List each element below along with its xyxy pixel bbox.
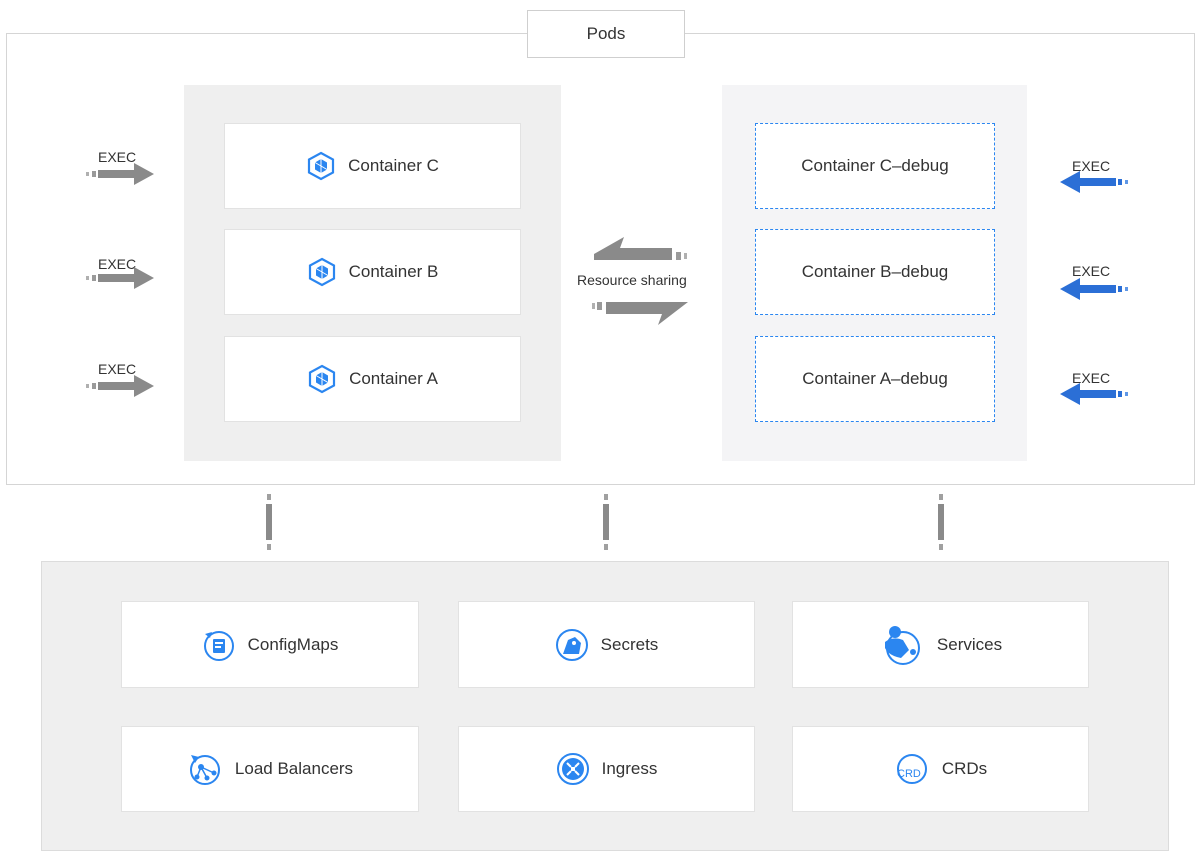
container-icon — [307, 364, 337, 394]
sharing-arrow-left-icon — [594, 237, 687, 260]
sharing-arrow-right-icon — [592, 302, 688, 325]
container-c-label: Container C — [348, 156, 439, 175]
load-balancer-icon — [187, 751, 223, 787]
ingress-icon — [556, 752, 590, 786]
secret-icon — [555, 628, 589, 662]
container-c-debug-label: Container C–debug — [801, 156, 949, 175]
exec-arrow-right-icon — [86, 267, 154, 289]
exec-label: EXEC — [98, 361, 137, 377]
container-b-label: Container B — [348, 262, 439, 281]
container-icon — [307, 257, 337, 287]
connector-line — [938, 494, 944, 550]
container-a-debug-card: Container A–debug — [755, 336, 995, 422]
services-label: Services — [936, 634, 1003, 654]
container-a-debug-label: Container A–debug — [802, 369, 948, 388]
container-c-card: Container C — [224, 123, 521, 209]
ingress-card: Ingress — [458, 726, 755, 812]
crd-icon-text: CRD — [897, 768, 921, 780]
container-b-card: Container B — [224, 229, 521, 315]
load-balancers-label: Load Balancers — [234, 759, 354, 778]
services-card: Services — [792, 601, 1089, 688]
container-icon — [306, 151, 336, 181]
exec-label: EXEC — [1072, 263, 1111, 279]
exec-label: EXEC — [98, 149, 137, 165]
connector-line — [603, 494, 609, 550]
pods-title: Pods — [527, 10, 685, 58]
exec-arrow-left-icon — [1060, 383, 1128, 405]
container-a-card: Container A — [224, 336, 521, 422]
exec-label: EXEC — [1072, 158, 1111, 174]
crds-label: CRDs — [941, 759, 988, 778]
configmap-icon — [202, 628, 236, 662]
container-c-debug-card: Container C–debug — [755, 123, 995, 209]
exec-arrow-right-icon — [86, 163, 154, 185]
crd-icon: CRD — [894, 751, 930, 787]
resource-sharing-label: Resource sharing — [577, 272, 687, 288]
load-balancers-card: Load Balancers — [121, 726, 419, 812]
crds-card: CRD CRDs — [792, 726, 1089, 812]
container-b-debug-label: Container B–debug — [801, 262, 949, 281]
secrets-label: Secrets — [600, 634, 659, 654]
exec-arrow-right-icon — [86, 375, 154, 397]
configmaps-label: ConfigMaps — [247, 634, 339, 654]
exec-arrow-left-icon — [1060, 278, 1128, 300]
service-icon — [879, 622, 925, 668]
exec-arrow-left-icon — [1060, 171, 1128, 193]
exec-label: EXEC — [1072, 370, 1111, 386]
connector-line — [266, 494, 272, 550]
container-a-label: Container A — [349, 369, 438, 388]
ingress-label: Ingress — [601, 759, 658, 778]
container-b-debug-card: Container B–debug — [755, 229, 995, 315]
exec-label: EXEC — [98, 256, 137, 272]
configmaps-card: ConfigMaps — [121, 601, 419, 688]
secrets-card: Secrets — [458, 601, 755, 688]
